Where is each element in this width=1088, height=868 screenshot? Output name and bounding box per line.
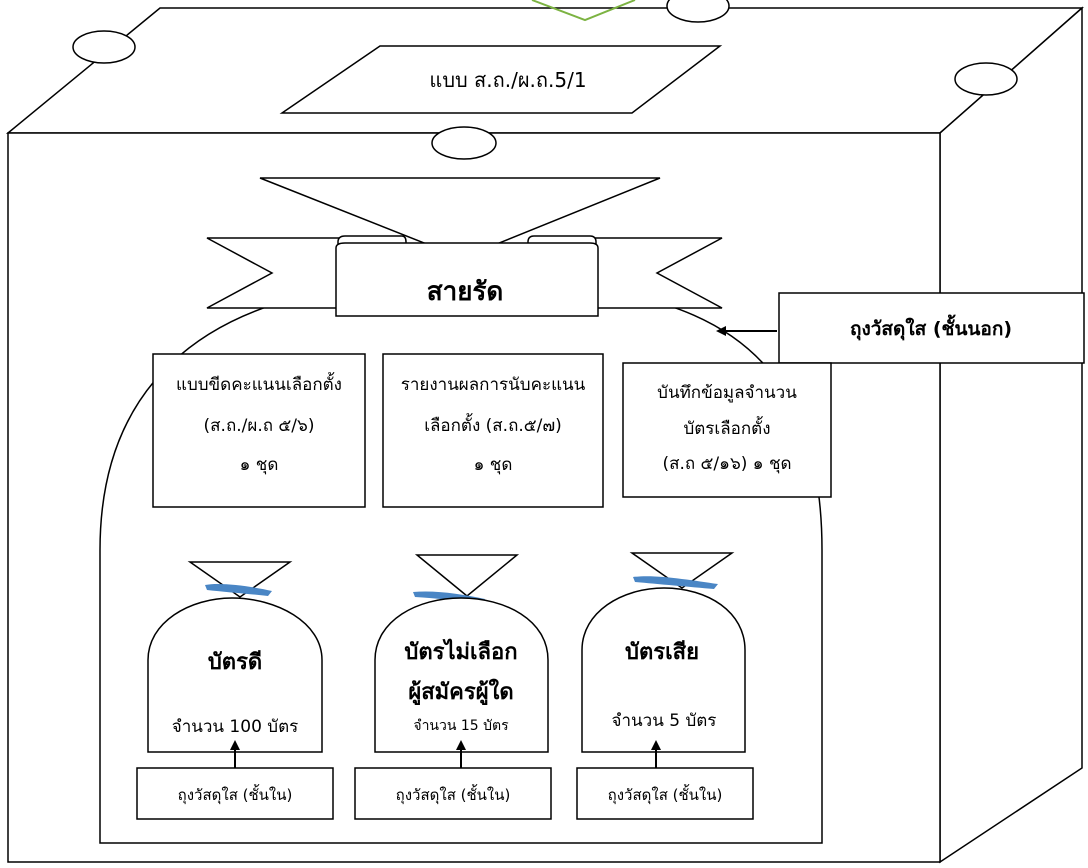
inner-bag-3-neck [629,552,735,589]
inner-bag-1-count: จำนวน 100 บัตร [172,717,299,737]
inner-bag-2: บัตรไม่เลือก ผู้สมัครผู้ใด จำนวน 15 บัตร… [354,554,552,820]
ribbon-band [335,242,599,317]
inner-bag-3-tie [633,576,718,589]
inner-bag-1-tie [205,583,272,596]
document-1-line-2: (ส.ถ./ผ.ถ ๕/๖) [204,416,315,436]
document-3-line-1: บันทึกข้อมูลจำนวน [657,383,797,403]
inner-bag-1: บัตรดี จำนวน 100 บัตร ถุงวัสดุใส (ชั้นใน… [136,561,334,820]
top-accent [531,0,636,22]
lid-hole-front [431,126,497,160]
inner-bag-3-count: จำนวน 5 บัตร [612,711,717,731]
inner-bag-1-label-box [136,767,334,820]
inner-bag-1-title: บัตรดี [208,650,262,675]
document-2-line-1: รายงานผลการนับคะแนน [401,375,586,395]
inner-bag-3-title: บัตรเสีย [625,640,699,665]
lid-hole-right [954,62,1018,96]
document-2-line-2: เลือกตั้ง (ส.ถ.๕/๗) [424,413,562,436]
document-1-line-3: ๑ ชุด [240,455,279,475]
document-3-line-2: บัตรเลือกตั้ง [683,416,770,439]
lid-form-label-frame [279,45,723,114]
inner-bag-2-count: จำนวน 15 บัตร [413,718,509,734]
outer-bag-callout: ถุงวัสดุใส (ชั้นนอก) [850,314,1012,341]
document-2-line-3: ๑ ชุด [474,455,513,475]
inner-bag-2-label: ถุงวัสดุใส (ชั้นใน) [396,784,511,805]
document-3-line-3: (ส.ถ ๕/๑๖) ๑ ชุด [662,454,791,474]
inner-bag-1-neck [187,561,293,598]
inner-bag-2-neck [414,554,520,597]
inner-bag-3-label: ถุงวัสดุใส (ชั้นใน) [608,784,723,805]
document-2: รายงานผลการนับคะแนน เลือกตั้ง (ส.ถ.๕/๗) … [382,353,604,508]
inner-bag-2-title-line-1: บัตรไม่เลือก [404,638,517,665]
inner-bag-3-body [581,587,746,753]
lid-hole-left [72,30,136,64]
inner-bag-3: บัตรเสีย จำนวน 5 บัตร ถุงวัสดุใส (ชั้นใน… [576,552,754,820]
bag-neck-triangle [259,177,661,259]
inner-bag-2-body [374,597,549,753]
inner-bag-1-body [147,597,323,753]
document-3: บันทึกข้อมูลจำนวน บัตรเลือกตั้ง (ส.ถ ๕/๑… [622,362,832,498]
outer-bag-callout-box [778,292,1085,364]
lid-form-label: แบบ ส.ถ./ผ.ถ.5/1 [429,68,586,92]
box-right-face [939,6,1083,864]
inner-bag-2-label-box [354,767,552,820]
document-1-line-1: แบบขีดคะแนนเลือกตั้ง [176,372,342,395]
inner-bag-3-label-box [576,767,754,820]
lid-hole-top-center [666,0,730,23]
ribbon-label: สายรัด [427,277,504,307]
document-1: แบบขีดคะแนนเลือกตั้ง (ส.ถ./ผ.ถ ๕/๖) ๑ ชุ… [152,353,366,508]
inner-bag-1-label: ถุงวัสดุใส (ชั้นใน) [178,784,293,805]
inner-bag-2-title-line-2: ผู้สมัครผู้ใด [408,678,513,706]
